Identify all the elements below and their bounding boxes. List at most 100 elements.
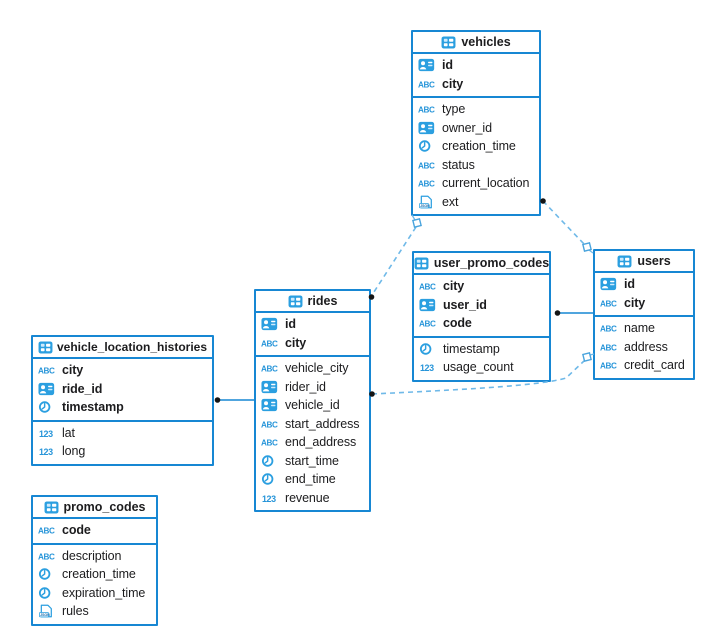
field-row[interactable]: id xyxy=(256,315,369,334)
table-header[interactable]: promo_codes xyxy=(33,497,156,519)
table-users[interactable]: users id city name address xyxy=(593,249,695,380)
field-row[interactable]: rules xyxy=(33,602,156,621)
field-name: rider_id xyxy=(285,379,326,394)
timestamp-icon xyxy=(418,139,437,153)
table-icon xyxy=(441,36,456,49)
field-row[interactable]: address xyxy=(595,338,693,357)
field-row[interactable]: end_address xyxy=(256,433,369,452)
field-row[interactable]: timestamp xyxy=(414,340,549,359)
field-name: end_time xyxy=(285,472,336,486)
field-row[interactable]: credit_card xyxy=(595,356,693,375)
field-row[interactable]: code xyxy=(33,521,156,540)
field-row[interactable]: rider_id xyxy=(256,378,369,397)
table-header[interactable]: users xyxy=(595,251,693,273)
string-icon xyxy=(261,435,280,449)
columns-section: timestamp usage_count xyxy=(414,338,549,380)
table-rides[interactable]: rides id city vehicle_city rider_id xyxy=(254,289,371,512)
field-row[interactable]: timestamp xyxy=(33,398,212,417)
string-icon xyxy=(38,549,57,563)
field-name: status xyxy=(442,157,475,172)
field-row[interactable]: city xyxy=(413,75,539,94)
string-icon xyxy=(600,296,619,310)
table-name: users xyxy=(637,254,671,268)
field-row[interactable]: owner_id xyxy=(413,119,539,138)
relationship-user-promo-codes-users xyxy=(554,310,593,316)
table-name: promo_codes xyxy=(63,500,146,514)
field-row[interactable]: creation_time xyxy=(33,565,156,584)
field-row[interactable]: status xyxy=(413,156,539,175)
field-row[interactable]: city xyxy=(414,277,549,296)
field-name: id xyxy=(285,317,296,331)
field-name: start_address xyxy=(285,416,360,431)
field-row[interactable]: creation_time xyxy=(413,137,539,156)
string-icon xyxy=(419,279,438,293)
table-header[interactable]: rides xyxy=(256,291,369,313)
id-icon xyxy=(261,398,280,412)
json-icon xyxy=(38,604,57,618)
field-row[interactable]: long xyxy=(33,442,212,461)
id-icon xyxy=(38,382,57,396)
field-row[interactable]: vehicle_city xyxy=(256,359,369,378)
field-row[interactable]: name xyxy=(595,319,693,338)
field-row[interactable]: city xyxy=(256,334,369,353)
field-row[interactable]: expiration_time xyxy=(33,584,156,603)
primary-key-section: code xyxy=(33,519,156,545)
table-header[interactable]: vehicles xyxy=(413,32,539,54)
field-row[interactable]: id xyxy=(413,56,539,75)
field-row[interactable]: revenue xyxy=(256,489,369,508)
table-icon xyxy=(288,295,303,308)
field-name: city xyxy=(624,295,646,310)
string-icon xyxy=(600,321,619,335)
field-name: creation_time xyxy=(62,567,136,581)
field-name: city xyxy=(285,335,307,350)
string-icon xyxy=(419,316,438,330)
number-icon xyxy=(419,360,438,374)
field-name: timestamp xyxy=(443,341,500,356)
table-vehicle-location-histories[interactable]: vehicle_location_histories city ride_id … xyxy=(31,335,214,466)
field-row[interactable]: start_time xyxy=(256,452,369,471)
id-icon xyxy=(261,317,280,331)
field-name: city xyxy=(443,279,465,293)
field-row[interactable]: code xyxy=(414,314,549,333)
table-header[interactable]: vehicle_location_histories xyxy=(33,337,212,359)
number-icon xyxy=(38,426,57,440)
string-icon xyxy=(418,77,437,91)
field-name: id xyxy=(624,277,635,291)
field-row[interactable]: city xyxy=(595,294,693,313)
field-name: usage_count xyxy=(443,360,514,374)
timestamp-icon xyxy=(261,454,280,468)
field-row[interactable]: id xyxy=(595,275,693,294)
table-user-promo-codes[interactable]: user_promo_codes city user_id code times… xyxy=(412,251,551,382)
string-icon xyxy=(418,176,437,190)
field-row[interactable]: vehicle_id xyxy=(256,396,369,415)
primary-key-section: id city xyxy=(256,313,369,357)
table-name: vehicles xyxy=(461,35,511,49)
field-name: address xyxy=(624,339,668,354)
field-name: lat xyxy=(62,425,75,440)
field-name: start_time xyxy=(285,453,339,468)
table-promo-codes[interactable]: promo_codes code description creation_ti… xyxy=(31,495,158,626)
field-row[interactable]: start_address xyxy=(256,415,369,434)
columns-section: name address credit_card xyxy=(595,317,693,378)
timestamp-icon xyxy=(38,400,57,414)
field-name: name xyxy=(624,321,655,335)
timestamp-icon xyxy=(261,472,280,486)
table-vehicles[interactable]: vehicles id city type owner_id xyxy=(411,30,541,216)
field-row[interactable]: ext xyxy=(413,193,539,212)
field-row[interactable]: user_id xyxy=(414,296,549,315)
field-row[interactable]: lat xyxy=(33,424,212,443)
field-row[interactable]: ride_id xyxy=(33,380,212,399)
table-header[interactable]: user_promo_codes xyxy=(414,253,549,275)
string-icon xyxy=(418,158,437,172)
field-row[interactable]: type xyxy=(413,100,539,119)
field-row[interactable]: description xyxy=(33,547,156,566)
field-row[interactable]: end_time xyxy=(256,470,369,489)
field-row[interactable]: current_location xyxy=(413,174,539,193)
field-row[interactable]: city xyxy=(33,361,212,380)
relationship-vehicle-location-histories-rides xyxy=(214,397,254,403)
field-row[interactable]: usage_count xyxy=(414,358,549,377)
field-name: city xyxy=(62,363,84,377)
id-icon xyxy=(418,58,437,72)
id-icon xyxy=(419,298,438,312)
